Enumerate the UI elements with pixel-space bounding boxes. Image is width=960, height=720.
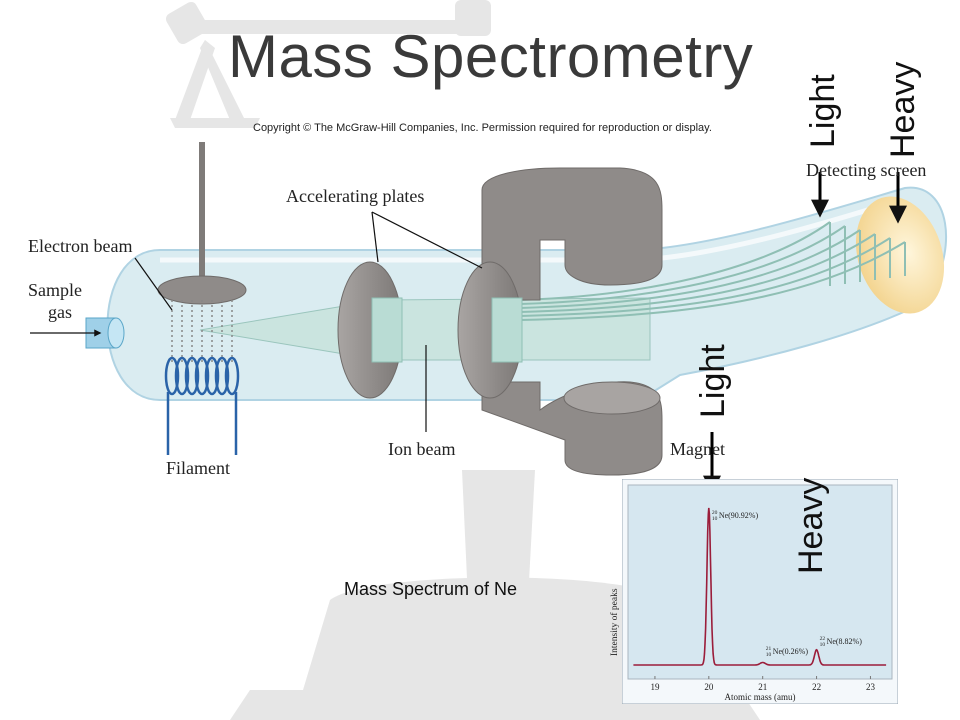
sample-gas-label-line1: Sample [28,280,82,300]
peak-label-text: Ne(8.82%) [827,637,863,646]
top-light-label: Light [804,74,842,148]
peak-label-text: Ne(90.92%) [719,511,759,520]
electron-emitter [157,142,247,362]
x-tick-label: 23 [866,682,876,692]
peak-label-text: 22 [820,636,826,642]
spectrum-y-axis-label: Intensity of peaks [609,588,620,656]
magnet [481,167,663,476]
x-tick-label: 22 [812,682,821,692]
x-tick-label: 21 [758,682,767,692]
peak-label-text: 21 [766,646,772,652]
spectrum-trace [633,507,887,666]
spectrum-plot-area [627,484,893,680]
detecting-screen-label: Detecting screen [806,160,926,180]
gas-inlet [85,317,125,349]
spectrum-x-axis-label: Atomic mass (amu) [725,692,796,702]
label-pointers [30,211,483,432]
peak-label-text: Ne(0.26%) [773,647,809,656]
accelerating-plates [337,261,523,399]
mid-light-label: Light [694,344,732,418]
sample-gas-label-line2: gas [48,302,72,322]
peak-label-text: 10 [712,516,718,522]
filament-coil [164,356,240,455]
mid-heavy-label: Heavy [792,477,830,574]
peak-label-text: 10 [820,642,826,648]
detecting-screen [855,196,945,314]
accelerating-plates-label: Accelerating plates [286,186,424,206]
page-title: Mass Spectrometry [228,23,754,90]
ion-beam-label: Ion beam [388,439,455,459]
peak-label-text: 20 [712,510,718,516]
spectrum-y-axis-label-wrap: Intensity of peaks [609,588,620,656]
peak-label-text: 10 [766,652,772,658]
top-heavy-label: Heavy [884,61,922,158]
magnet-label: Magnet [670,439,725,459]
filament-label: Filament [166,458,230,478]
spectrum-caption: Mass Spectrum of Ne [344,579,518,599]
copyright-notice: Copyright © The McGraw-Hill Companies, I… [253,122,712,134]
electron-beam-label: Electron beam [28,236,132,256]
x-tick-label: 19 [650,682,660,692]
x-tick-label: 20 [704,682,714,692]
deflected-ion-beams [519,221,906,321]
detector-lines [829,222,906,286]
